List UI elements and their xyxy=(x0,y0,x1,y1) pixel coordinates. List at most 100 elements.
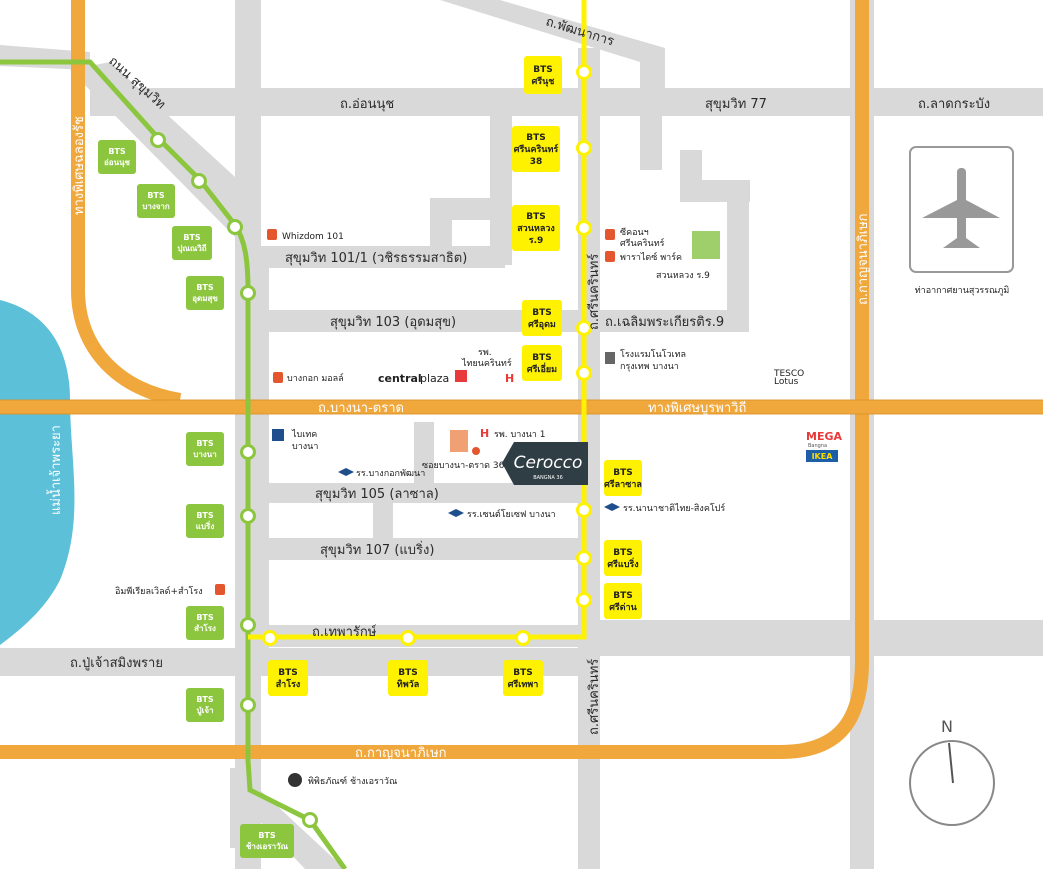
project-pin-icon xyxy=(472,447,480,455)
whizdom-poi: Whizdom 101 xyxy=(267,229,344,242)
airport: ท่าอากาศยานสุวรรณภูมิ xyxy=(909,146,1014,296)
station-onnut[interactable]: BTS อ่อนนุช xyxy=(98,140,136,174)
green-station-labels: BTS อ่อนนุช BTS บางจาก BTS ปุณณวิถี BTS … xyxy=(98,140,294,858)
svg-text:อุดมสุข: อุดมสุข xyxy=(192,294,218,304)
airplane-icon xyxy=(922,168,1000,248)
station-samrong-yellow[interactable]: BTS สำโรง xyxy=(268,660,308,696)
svg-text:central: central xyxy=(378,372,422,385)
svg-text:ไทยนครินทร์: ไทยนครินทร์ xyxy=(461,357,512,369)
svg-text:ปู่เจ้า: ปู่เจ้า xyxy=(197,705,214,716)
station-sridan[interactable]: BTS ศรีด่าน xyxy=(604,583,642,619)
station-srilasalle[interactable]: BTS ศรีลาซาล xyxy=(604,460,642,496)
tesco-lotus: TESCO Lotus xyxy=(773,369,804,387)
station-thipphawan[interactable]: BTS ทิพวัล xyxy=(388,660,428,696)
road-srinakarin-top: ถ.ศรีนครินทร์ xyxy=(586,254,602,330)
bitec: ไบเทค บางนา xyxy=(272,429,318,452)
road-sukhumvit107: สุขุมวิท 107 (แบริ่ง) xyxy=(320,541,434,558)
station-samrong-green[interactable]: BTS สำโรง xyxy=(186,606,224,640)
svg-text:อ่อนนุช: อ่อนนุช xyxy=(104,158,131,168)
road-chalong-rat: ทางพิเศษฉลองรัช xyxy=(72,116,87,215)
svg-text:ศรีลาซาล: ศรีลาซาล xyxy=(604,479,642,490)
svg-text:ทิพวัล: ทิพวัล xyxy=(397,679,420,690)
svg-text:บางจาก: บางจาก xyxy=(142,202,170,211)
project-site-marker xyxy=(450,430,468,452)
svg-text:รร.เซนต์โยเซฟ บางนา: รร.เซนต์โยเซฟ บางนา xyxy=(467,508,556,520)
school-icon xyxy=(338,468,354,476)
project-site: ซอยบางนา-ตราด 36 xyxy=(422,430,505,471)
imperial-samrong: อิมพีเรียลเวิลด์+สำโรง xyxy=(115,584,225,597)
svg-text:ร.9: ร.9 xyxy=(529,236,544,246)
svg-text:IKEA: IKEA xyxy=(812,452,834,461)
ikea: IKEA xyxy=(806,450,838,462)
svg-text:BTS: BTS xyxy=(613,548,632,558)
erawan-museum: พิพิธภัณฑ์ ช้างเอราวัณ xyxy=(288,773,397,787)
station-sribearing[interactable]: BTS ศรีแบริ่ง xyxy=(604,540,642,576)
svg-text:อิมพีเรียลเวิลด์+สำโรง: อิมพีเรียลเวิลด์+สำโรง xyxy=(115,585,203,597)
svg-text:ซีคอนฯ: ซีคอนฯ xyxy=(620,227,649,238)
svg-text:BTS: BTS xyxy=(613,468,632,478)
road-chaloem: ถ.เฉลิมพระเกียรติร.9 xyxy=(605,314,724,330)
shopping-bag-icon xyxy=(273,372,283,383)
school-icon xyxy=(448,509,464,517)
station-chang-erawan[interactable]: BTS ช้างเอราวัณ xyxy=(240,824,294,858)
cerocco-label[interactable]: Cerocco BANGNA 36 xyxy=(502,442,588,485)
svg-text:BTS: BTS xyxy=(513,668,532,678)
svg-text:รพ.: รพ. xyxy=(478,348,492,358)
elephant-icon xyxy=(288,773,302,787)
station-srinut[interactable]: BTS ศรีนุช xyxy=(524,56,562,94)
svg-text:BTS: BTS xyxy=(196,695,214,704)
svg-text:ศรีนครินทร์: ศรีนครินทร์ xyxy=(620,237,665,249)
thainakarin-hospital: รพ. ไทยนครินทร์ H xyxy=(461,348,514,385)
svg-text:สวนหลวง: สวนหลวง xyxy=(517,224,555,234)
central-plaza: central plaza xyxy=(378,370,467,385)
svg-text:BTS: BTS xyxy=(532,353,551,363)
school-icon xyxy=(604,503,620,511)
central-logo-icon xyxy=(455,370,467,382)
svg-text:MEGA: MEGA xyxy=(806,430,842,443)
bts-yellow-line xyxy=(248,0,587,640)
station-bearing[interactable]: BTS แบริ่ง xyxy=(186,504,224,538)
svg-text:ศรีเทพา: ศรีเทพา xyxy=(508,679,539,690)
station-suanluang[interactable]: BTS สวนหลวง ร.9 xyxy=(512,205,560,251)
svg-text:รร.นานาชาติไทย-สิงคโปร์: รร.นานาชาติไทย-สิงคโปร์ xyxy=(623,502,725,514)
st-joseph-school: รร.เซนต์โยเซฟ บางนา xyxy=(448,508,556,520)
bangkok-patana-school: รร.บางกอกพัฒนา xyxy=(338,468,425,479)
airport-label: ท่าอากาศยานสุวรรณภูมิ xyxy=(915,285,1010,296)
svg-text:TESCO: TESCO xyxy=(773,369,804,379)
svg-text:BTS: BTS xyxy=(196,283,214,292)
svg-text:ศรีอุดม: ศรีอุดม xyxy=(528,319,556,330)
pois: Whizdom 101 ซีคอนฯ ศรีนครินทร์ พาราไดซ์ … xyxy=(115,227,842,787)
station-srithepha[interactable]: BTS ศรีเทพา xyxy=(503,660,543,696)
station-punnawithi[interactable]: BTS ปุณณวิถี xyxy=(172,226,212,260)
svg-text:พาราไดซ์ พาร์ค: พาราไดซ์ พาร์ค xyxy=(620,251,682,263)
svg-text:ช้างเอราวัณ: ช้างเอราวัณ xyxy=(246,841,289,851)
station-bangchak[interactable]: BTS บางจาก xyxy=(137,184,175,218)
shopping-bag-icon xyxy=(605,229,615,240)
hotel-icon xyxy=(605,352,615,364)
station-bangna[interactable]: BTS บางนา xyxy=(186,432,224,466)
road-kanchana-bottom: ถ.กาญจนาภิเษก xyxy=(355,746,447,761)
station-srinakarin38[interactable]: BTS ศรีนครินทร์ 38 xyxy=(512,126,560,172)
svg-text:BTS: BTS xyxy=(183,233,201,242)
river-label: แม่น้ำเจ้าพระยา xyxy=(46,425,64,515)
svg-text:Whizdom 101: Whizdom 101 xyxy=(282,232,344,242)
svg-text:สำโรง: สำโรง xyxy=(276,678,301,690)
bangkok-mall: บางกอก มอลล์ xyxy=(273,372,344,384)
shopping-bag-icon xyxy=(605,251,615,262)
svg-text:BTS: BTS xyxy=(533,65,552,75)
svg-text:Bangna: Bangna xyxy=(808,443,827,449)
station-udomsuk[interactable]: BTS อุดมสุข xyxy=(186,276,224,310)
station-pucha[interactable]: BTS ปู่เจ้า xyxy=(186,688,224,722)
svg-text:ซอยบางนา-ตราด 36: ซอยบางนา-ตราด 36 xyxy=(422,461,505,471)
road-sukhumvit101: สุขุมวิท 101/1 (วชิรธรรมสาธิต) xyxy=(285,251,467,266)
station-sriiam[interactable]: BTS ศรีเอี่ยม xyxy=(522,345,562,381)
svg-text:บางนา: บางนา xyxy=(292,442,318,452)
road-sukhumvit103: สุขุมวิท 103 (อุดมสุข) xyxy=(330,315,456,330)
svg-text:ไบเทค: ไบเทค xyxy=(291,429,317,440)
svg-text:BTS: BTS xyxy=(147,191,165,200)
svg-text:Cerocco: Cerocco xyxy=(514,453,583,473)
svg-text:BTS: BTS xyxy=(613,591,632,601)
station-sriudom[interactable]: BTS ศรีอุดม xyxy=(522,300,562,336)
